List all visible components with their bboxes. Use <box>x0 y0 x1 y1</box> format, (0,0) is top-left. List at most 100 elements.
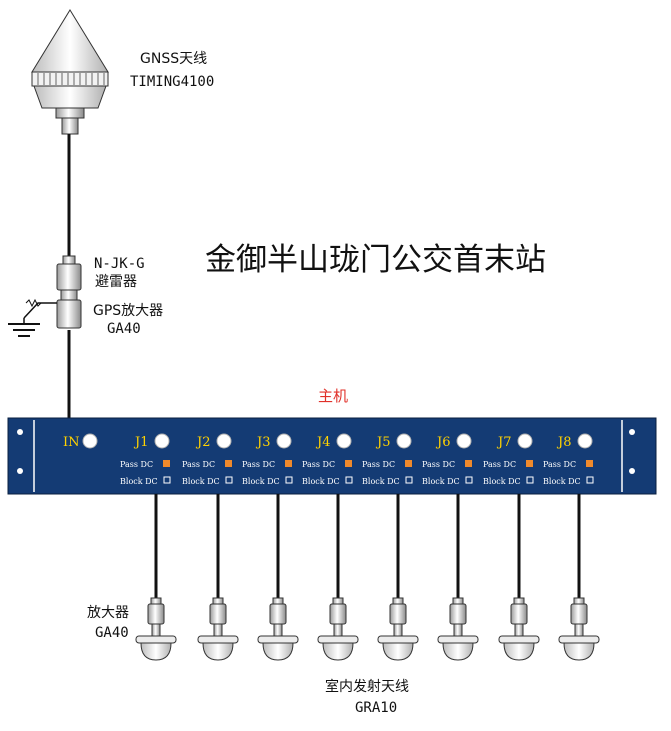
host-panel <box>7 417 657 495</box>
antenna-base-icon <box>317 635 359 644</box>
antenna-base-icon <box>558 635 600 644</box>
pass-dc-label: Pass DC <box>422 460 455 469</box>
port-label-j4: J4 <box>315 435 330 450</box>
amp-label-name: 放大器 <box>87 605 129 621</box>
block-dc-label: Block DC <box>302 477 340 486</box>
gps-amplifier-icon <box>56 299 82 329</box>
port-connector-icon <box>82 433 98 449</box>
block-dc-indicator <box>285 476 293 484</box>
port-label-j7: J7 <box>496 435 511 450</box>
port-label-in: IN <box>63 435 80 450</box>
pass-dc-label: Pass DC <box>543 460 576 469</box>
amp-stem-icon <box>213 623 223 637</box>
amplifier-icon <box>269 603 287 625</box>
antenna-base-icon <box>257 635 299 644</box>
port-connector-icon <box>154 433 170 449</box>
pass-dc-indicator <box>526 460 533 467</box>
amp-stem-icon <box>393 623 403 637</box>
amp-connector-icon <box>150 597 162 605</box>
amp-connector-icon <box>332 597 344 605</box>
pass-dc-label: Pass DC <box>483 460 516 469</box>
amp-connector-icon <box>272 597 284 605</box>
indoor-antenna-icon <box>262 642 294 661</box>
port-label-j1: J1 <box>133 435 148 450</box>
antenna-base-icon <box>135 635 177 644</box>
port-label-j6: J6 <box>435 435 450 450</box>
page-title: 金御半山珑门公交首末站 <box>205 242 546 278</box>
amplifier-icon <box>147 603 165 625</box>
block-dc-label: Block DC <box>422 477 460 486</box>
block-dc-indicator <box>586 476 594 484</box>
arrester-model: N-JK-G <box>94 256 145 272</box>
antenna-base-icon <box>377 635 419 644</box>
pass-dc-label: Pass DC <box>182 460 215 469</box>
port-connector-icon <box>577 433 593 449</box>
port-connector-icon <box>336 433 352 449</box>
block-dc-indicator <box>225 476 233 484</box>
pass-dc-indicator <box>345 460 352 467</box>
host-label: 主机 <box>318 387 348 405</box>
gnss-model: TIMING4100 <box>130 74 214 90</box>
indoor-antenna-icon <box>202 642 234 661</box>
block-dc-label: Block DC <box>120 477 158 486</box>
indoor-antenna-icon <box>322 642 354 661</box>
gnss-name: GNSS天线 <box>140 51 207 67</box>
block-dc-indicator <box>345 476 353 484</box>
indoor-antenna-icon <box>382 642 414 661</box>
port-connector-icon <box>517 433 533 449</box>
gnss-antenna-icon <box>31 9 109 135</box>
pass-dc-indicator <box>586 460 593 467</box>
port-in: IN <box>63 433 98 450</box>
pass-dc-label: Pass DC <box>242 460 275 469</box>
indoor-antenna-model: GRA10 <box>355 700 397 716</box>
port-connector-icon <box>216 433 232 449</box>
amp-connector-icon <box>513 597 525 605</box>
port-connector-icon <box>396 433 412 449</box>
antenna-base-icon <box>498 635 540 644</box>
amplifier-icon <box>449 603 467 625</box>
amplifier-icon <box>389 603 407 625</box>
amp-connector-icon <box>212 597 224 605</box>
pass-dc-indicator <box>163 460 170 467</box>
pass-dc-indicator <box>465 460 472 467</box>
arrester-name: 避雷器 <box>95 274 137 290</box>
block-dc-label: Block DC <box>543 477 581 486</box>
pass-dc-label: Pass DC <box>120 460 153 469</box>
indoor-antenna-icon <box>563 642 595 661</box>
gps-amp-name: GPS放大器 <box>93 303 163 319</box>
block-dc-indicator <box>405 476 413 484</box>
indoor-antenna-icon <box>140 642 172 661</box>
amp-connector-icon <box>392 597 404 605</box>
block-dc-label: Block DC <box>362 477 400 486</box>
ground-icon <box>8 298 57 337</box>
amp-connector-icon <box>452 597 464 605</box>
amp-stem-icon <box>574 623 584 637</box>
block-dc-indicator <box>465 476 473 484</box>
amp-stem-icon <box>151 623 161 637</box>
pass-dc-indicator <box>405 460 412 467</box>
lightning-arrester-icon <box>56 255 82 301</box>
port-connector-icon <box>276 433 292 449</box>
amp-stem-icon <box>514 623 524 637</box>
amp-stem-icon <box>333 623 343 637</box>
port-label-j5: J5 <box>375 435 390 450</box>
amplifier-icon <box>570 603 588 625</box>
pass-dc-indicator <box>225 460 232 467</box>
pass-dc-label: Pass DC <box>302 460 335 469</box>
amp-stem-icon <box>273 623 283 637</box>
amp-connector-icon <box>573 597 585 605</box>
indoor-antenna-icon <box>442 642 474 661</box>
amp-label-model: GA40 <box>95 625 129 641</box>
port-label-j3: J3 <box>255 435 270 450</box>
pass-dc-label: Pass DC <box>362 460 395 469</box>
block-dc-indicator <box>526 476 534 484</box>
amplifier-icon <box>510 603 528 625</box>
pass-dc-indicator <box>285 460 292 467</box>
block-dc-label: Block DC <box>242 477 280 486</box>
